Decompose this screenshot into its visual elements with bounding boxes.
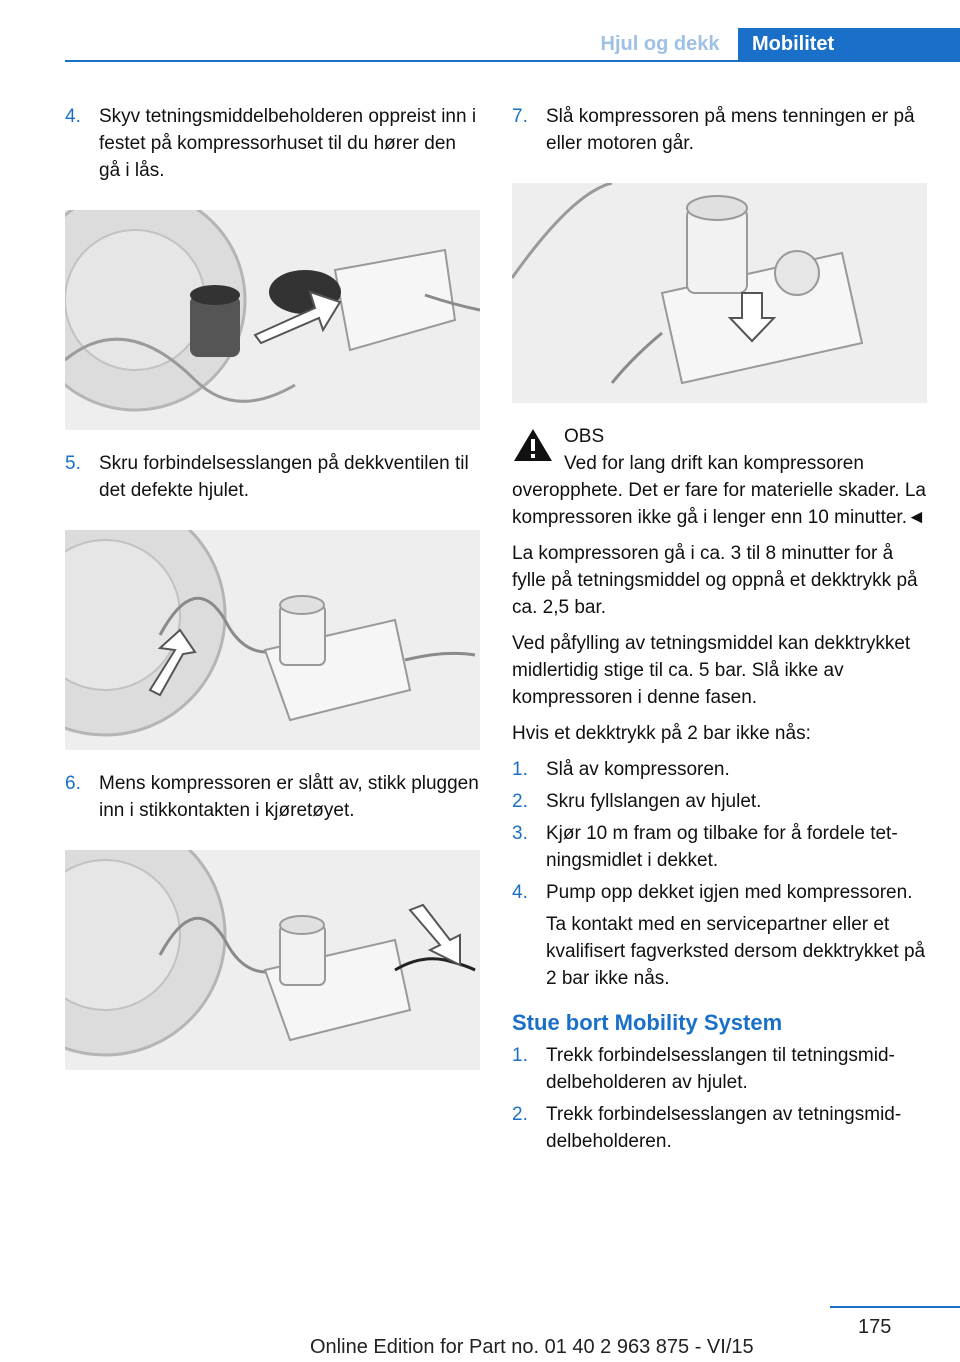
warning-box: OBS Ved for lang drift kan kompressoren …: [512, 423, 932, 531]
figure-insert-container: [65, 210, 480, 430]
list-item: 1. Trekk forbindelsesslangen til tetning…: [512, 1045, 895, 1093]
header-rule: [65, 60, 960, 62]
step-number: 7.: [512, 106, 528, 127]
step-4: 4. Skyv tetningsmiddelbeholderen oppreis…: [65, 103, 480, 184]
header-tab-section: Mobilitet: [738, 28, 960, 60]
step-text: Slå kompressoren på mens tenningen er på…: [546, 106, 915, 154]
step-6: 6. Mens kompressoren er slått av, stikk …: [65, 770, 480, 824]
steps-if-not-reached: 1. Slå av kompressoren. 2. Skru fyllslan…: [512, 756, 932, 992]
step-text: Skyv tetningsmiddelbeholderen oppreist i…: [99, 106, 477, 181]
step-number: 6.: [65, 773, 81, 794]
list-item: 1. Slå av kompressoren.: [512, 759, 730, 780]
step-number: 4.: [65, 106, 81, 127]
paragraph-pressure: Ved påfylling av tetningsmiddel kan dekk…: [512, 633, 911, 708]
section-title: Stue bort Mobility System: [512, 1010, 783, 1035]
step-text: Mens kompressoren er slått av, stikk plu…: [99, 773, 479, 821]
step-number: 5.: [65, 453, 81, 474]
header-tab-chapter: Hjul og dekk: [600, 33, 720, 55]
footer-rule: [830, 1306, 960, 1308]
edition-line: Online Edition for Part no. 01 40 2 963 …: [310, 1336, 754, 1358]
figure-plug-in: [65, 850, 480, 1070]
list-item: 3. Kjør 10 m fram og tilbake for å forde…: [512, 823, 898, 871]
paragraph-duration: La kompressoren gå i ca. 3 til 8 minutte…: [512, 543, 918, 618]
warning-triangle-icon: [514, 429, 552, 461]
step-5: 5. Skru forbindelsesslangen på dekkventi…: [65, 450, 480, 504]
page-number: 175: [858, 1316, 892, 1338]
warning-text: Ved for lang drift kan kompressoren over…: [512, 453, 927, 528]
steps-stow: 1. Trekk forbindelsesslangen til tetning…: [512, 1042, 932, 1155]
right-column: 7. Slå kompressoren på mens tenningen er…: [512, 103, 932, 1160]
step-7: 7. Slå kompressoren på mens tenningen er…: [512, 103, 932, 157]
warning-title: OBS: [564, 426, 605, 447]
list-item: 2. Skru fyllslangen av hjulet.: [512, 791, 762, 812]
figure-connect-hose: [65, 530, 480, 750]
list-note: Ta kontakt med en servicepartner eller e…: [546, 914, 926, 989]
step-text: Skru forbindelsesslangen på dekkventilen…: [99, 453, 469, 501]
list-item: 4. Pump opp dekket igjen med kompresso­r…: [512, 882, 913, 903]
figure-switch-on: [512, 183, 927, 403]
list-item: 2. Trekk forbindelsesslangen av tetnings…: [512, 1104, 902, 1152]
paragraph-condition: Hvis et dekktrykk på 2 bar ikke nås:: [512, 723, 811, 744]
left-column: 4. Skyv tetningsmiddelbeholderen oppreis…: [65, 103, 480, 1090]
